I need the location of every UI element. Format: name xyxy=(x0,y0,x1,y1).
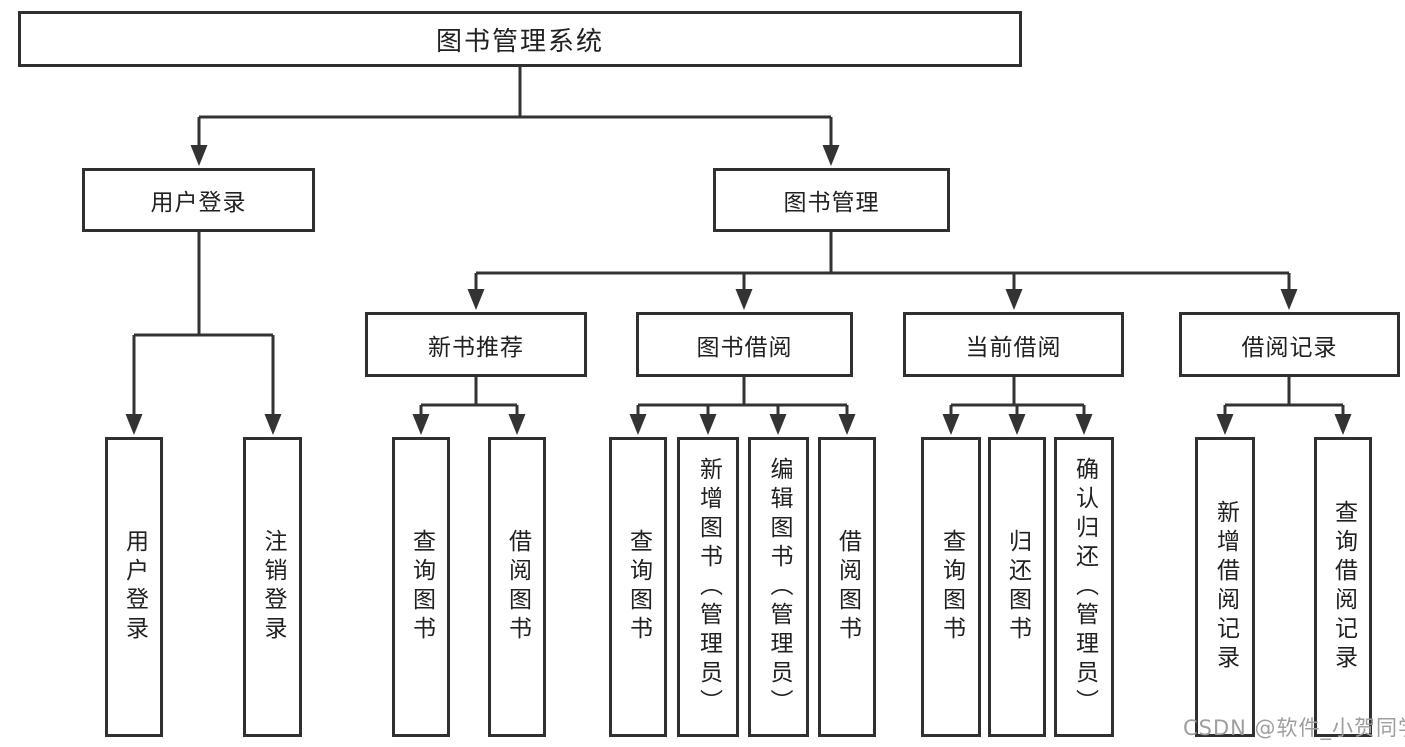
node-label: 新书推荐 xyxy=(428,334,524,361)
node-user-login: 用户登录 xyxy=(82,168,315,232)
leaf-label: 注销登录 xyxy=(260,529,286,645)
leaf-current-return-books: 归还图书 xyxy=(988,437,1046,737)
leaf-records-query-record: 查询借阅记录 xyxy=(1314,437,1372,737)
watermark: CSDN @软件_小贺同学 xyxy=(1183,716,1405,740)
leaf-borrow-edit-books-admin: 编辑图书（管理员） xyxy=(748,437,809,737)
leaf-label: 借阅图书 xyxy=(504,529,531,645)
leaf-borrow-borrow-books: 借阅图书 xyxy=(818,437,876,737)
leaf-borrow-add-books-admin: 新增图书（管理员） xyxy=(677,437,739,737)
leaf-newbook-borrow-books: 借阅图书 xyxy=(488,437,546,737)
node-label: 图书借阅 xyxy=(696,334,793,361)
node-label: 图书管理 xyxy=(783,190,880,216)
leaf-records-add-record: 新增借阅记录 xyxy=(1195,437,1255,737)
leaf-label: 查询借阅记录 xyxy=(1330,500,1357,674)
leaf-label: 归还图书 xyxy=(1004,529,1031,645)
leaf-label: 新增图书（管理员） xyxy=(695,456,722,718)
leaf-current-confirm-return-admin: 确认归还（管理员） xyxy=(1054,437,1114,737)
leaf-current-query-books: 查询图书 xyxy=(921,437,981,737)
node-label: 图书管理系统 xyxy=(435,26,604,57)
node-library-management-system: 图书管理系统 xyxy=(18,11,1022,67)
leaf-label: 查询图书 xyxy=(408,529,435,645)
node-label: 借阅记录 xyxy=(1241,334,1338,361)
node-book-management: 图书管理 xyxy=(713,168,950,232)
node-new-book-recommend: 新书推荐 xyxy=(365,312,587,377)
leaf-label: 新增借阅记录 xyxy=(1212,500,1239,674)
node-label: 当前借阅 xyxy=(965,334,1062,361)
node-current-borrow: 当前借阅 xyxy=(903,312,1124,377)
leaf-user-login: 用户登录 xyxy=(105,437,163,737)
leaf-borrow-query-books: 查询图书 xyxy=(609,437,667,737)
leaf-label: 编辑图书（管理员） xyxy=(766,456,792,718)
node-label: 用户登录 xyxy=(150,190,247,216)
leaf-label: 借阅图书 xyxy=(834,529,861,645)
leaf-newbook-query-books: 查询图书 xyxy=(392,437,450,737)
node-borrow-records: 借阅记录 xyxy=(1179,312,1400,377)
arrowheads xyxy=(125,145,1352,435)
leaf-logout: 注销登录 xyxy=(243,437,302,737)
leaf-label: 查询图书 xyxy=(625,529,652,645)
leaf-label: 确认归还（管理员） xyxy=(1071,456,1098,718)
leaf-label: 用户登录 xyxy=(121,529,148,645)
node-book-borrow: 图书借阅 xyxy=(636,312,853,377)
leaf-label: 查询图书 xyxy=(938,529,965,645)
